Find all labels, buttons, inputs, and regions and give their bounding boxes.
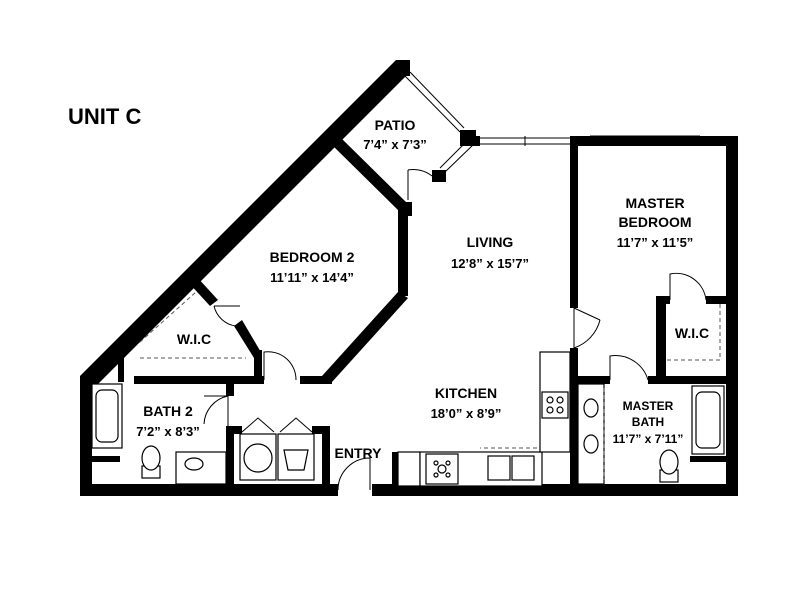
vanity-icon xyxy=(577,383,605,485)
bedroom2-dims: 11’11” x 14’4” xyxy=(270,270,354,285)
door-swings xyxy=(203,169,707,491)
master-bedroom-name-2: BEDROOM xyxy=(618,214,691,230)
wic-left-name: W.I.C xyxy=(177,331,211,347)
interior-walls xyxy=(80,136,738,496)
living-name: LIVING xyxy=(467,234,514,250)
kitchen-dims: 18’0” x 8’9” xyxy=(431,406,502,421)
washer-icon xyxy=(239,433,277,481)
room-labels: PATIO 7’4” x 7’3” BEDROOM 2 11’11” x 14’… xyxy=(136,117,709,461)
master-bedroom-name-1: MASTER xyxy=(625,195,684,211)
bath2-dims: 7’2” x 8’3” xyxy=(136,424,200,439)
kitchen-name: KITCHEN xyxy=(435,385,497,401)
cooktop-icon xyxy=(541,391,569,419)
kitchen-sink-icon xyxy=(487,455,511,481)
master-bedroom-dims: 11’7” x 11’5” xyxy=(617,235,694,250)
fixtures xyxy=(91,291,725,487)
master-bath-name-1: MASTER xyxy=(623,399,674,413)
master-bathtub-icon xyxy=(691,385,725,455)
unit-title: UNIT C xyxy=(68,104,141,129)
patio-name: PATIO xyxy=(375,117,416,133)
master-bath-dims: 11’7” x 7’11” xyxy=(613,432,684,446)
patio-dims: 7’4” x 7’3” xyxy=(363,137,427,152)
stove-icon xyxy=(425,453,459,485)
living-dims: 12’8” x 15’7” xyxy=(451,256,529,271)
bedroom2-name: BEDROOM 2 xyxy=(270,249,355,265)
refrigerator-icon xyxy=(397,451,421,487)
patio-windows xyxy=(404,71,700,173)
wic-right-name: W.I.C xyxy=(675,325,709,341)
dryer-icon xyxy=(277,433,315,481)
bathtub-icon xyxy=(91,383,123,449)
entry-name: ENTRY xyxy=(335,445,383,461)
master-bath-name-2: BATH xyxy=(632,415,664,429)
bath2-name: BATH 2 xyxy=(143,403,193,419)
exterior-walls xyxy=(80,60,738,496)
